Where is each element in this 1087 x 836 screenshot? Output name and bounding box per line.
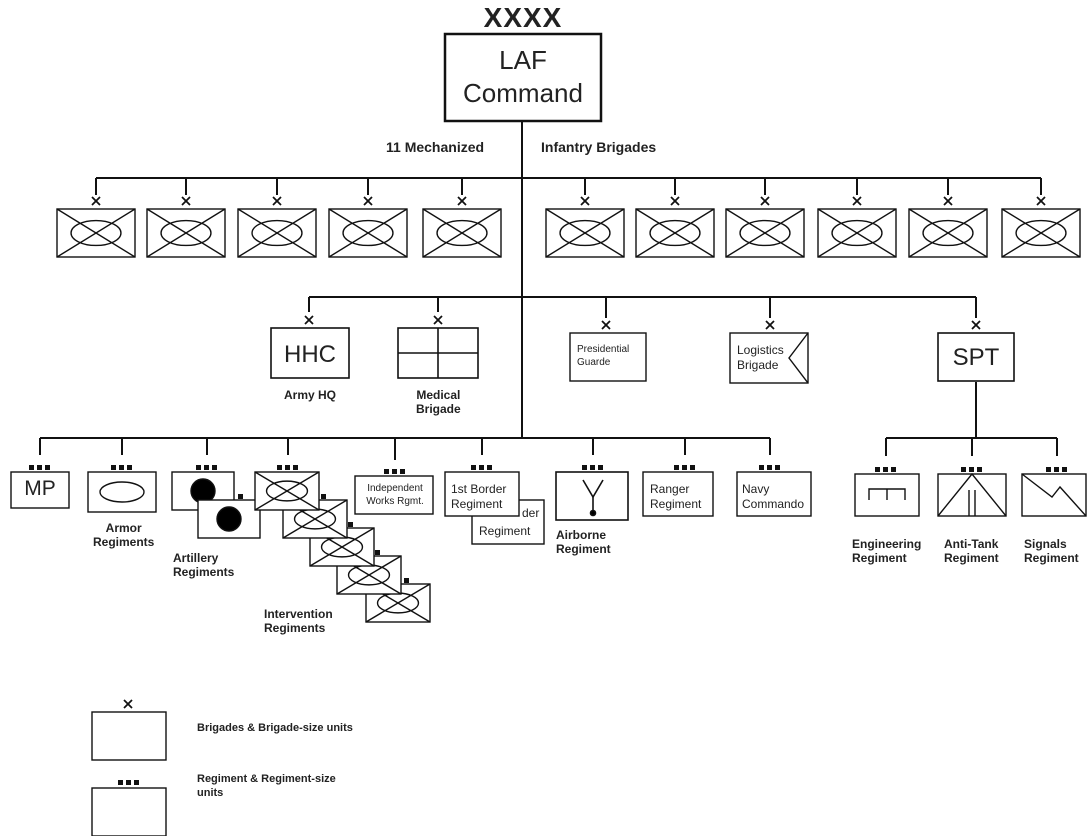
echelon-mark: XXXX xyxy=(483,2,563,33)
regiment-dots-mark xyxy=(111,465,132,470)
navy-commando-text: Navy Commando xyxy=(742,482,805,511)
legend-regiment-text: Regiment & Regiment-size units xyxy=(197,773,336,799)
regiment-dots-mark xyxy=(674,465,695,470)
artillery-symbol-back xyxy=(197,499,261,539)
signals-symbol xyxy=(1021,473,1087,517)
medical-brigade-symbol xyxy=(397,327,479,379)
brigade-x-mark xyxy=(601,320,611,330)
armor-symbol xyxy=(87,471,157,513)
anti-tank-symbol xyxy=(937,472,1007,517)
spt-symbol: SPT xyxy=(952,344,1000,371)
brigade-x-mark xyxy=(580,196,590,206)
regiment-dots-mark xyxy=(196,465,217,470)
brigade-x-mark xyxy=(91,196,101,206)
brigade-x-mark xyxy=(852,196,862,206)
navy-commando-box xyxy=(736,471,812,517)
stack-dot xyxy=(321,494,326,499)
legend-brigade-text: Brigades & Brigade-size units xyxy=(197,722,353,734)
ranger-regiment-text: Ranger Regiment xyxy=(650,482,702,511)
regiment-dots-mark xyxy=(471,465,492,470)
mp-symbol: MP xyxy=(24,477,56,500)
border-regiment-back-top: der xyxy=(522,506,540,520)
mp-box xyxy=(10,471,70,509)
mechanized-brigade-symbol xyxy=(146,208,226,258)
works-regiment-box xyxy=(354,475,434,515)
brigade-x-mark xyxy=(363,196,373,206)
border-regiment-box xyxy=(444,471,520,517)
regiment-dots-mark xyxy=(759,465,780,470)
engineering-symbol xyxy=(854,473,920,517)
legend-regiment-box xyxy=(91,787,167,836)
brigade-x-mark xyxy=(433,315,443,325)
mechanized-brigade-symbol xyxy=(635,208,715,258)
brigade-x-mark xyxy=(304,315,314,325)
logistics-brigade-text: Logistics Brigade xyxy=(737,343,784,372)
brigade-x-mark xyxy=(760,196,770,206)
connector-lines xyxy=(39,121,1058,460)
stack-dot xyxy=(238,494,243,499)
mechanized-brigade-symbol xyxy=(56,208,136,258)
stack-dot xyxy=(404,578,409,583)
brigade-x-mark xyxy=(123,699,133,709)
engineering-regiment-label: Engineering Regiment xyxy=(852,537,922,565)
presidential-guard-text: Presidential Guarde xyxy=(577,344,630,368)
hhc-symbol: HHC xyxy=(284,341,336,368)
mechanized-brigade-symbol xyxy=(1001,208,1081,258)
brigade-x-mark xyxy=(670,196,680,206)
airborne-regiment-label: Airborne Regiment xyxy=(556,528,611,556)
logistics-brigade-symbol xyxy=(729,332,809,384)
mechanized-brigade-symbol xyxy=(545,208,625,258)
regiment-dots-mark xyxy=(875,467,896,472)
regiment-dots-mark xyxy=(277,465,298,470)
unit-symbols xyxy=(10,315,1087,836)
mechanized-brigade-symbol xyxy=(328,208,408,258)
brigade-x-mark xyxy=(765,320,775,330)
regiment-dots-mark xyxy=(1046,467,1067,472)
brigades-heading-right: Infantry Brigades xyxy=(541,139,657,155)
brigade-x-mark xyxy=(943,196,953,206)
regiment-dots-mark xyxy=(29,465,50,470)
presidential-guard-box xyxy=(569,332,647,382)
intervention-regiment-symbol xyxy=(254,471,320,511)
armor-regiments-label: Armor Regiments xyxy=(93,521,155,549)
command-title: LAF Command xyxy=(463,45,583,108)
regiment-dots-mark xyxy=(384,469,405,474)
border-regiment-text: 1st Border Regiment xyxy=(451,482,507,511)
signals-regiment-label: Signals Regiment xyxy=(1024,537,1079,565)
spt-box xyxy=(937,332,1015,382)
regiment-dots-mark xyxy=(118,780,139,785)
hhc-box xyxy=(270,327,350,379)
mechanized-brigade-symbol xyxy=(422,208,502,258)
brigade-x-mark xyxy=(181,196,191,206)
anti-tank-regiment-label: Anti-Tank Regiment xyxy=(944,537,999,565)
artillery-regiments-label: Artillery Regiments xyxy=(173,551,235,579)
regiment-dots-mark xyxy=(582,465,603,470)
ranger-regiment-box xyxy=(642,471,714,517)
airborne-symbol xyxy=(555,471,629,521)
independent-works-text: Independent Works Rgmt. xyxy=(366,483,424,507)
command-box xyxy=(443,32,603,123)
army-hq-label: Army HQ xyxy=(284,388,337,402)
brigade-x-mark xyxy=(1036,196,1046,206)
border-regiment-back-bottom: Regiment xyxy=(479,524,531,538)
intervention-regiments-label: Intervention Regiments xyxy=(264,607,333,635)
stack-dot xyxy=(348,522,353,527)
brigade-x-mark xyxy=(971,320,981,330)
mechanized-brigade-symbol xyxy=(817,208,897,258)
mechanized-brigade-symbol xyxy=(725,208,805,258)
legend-brigade-box xyxy=(91,711,167,761)
brigade-x-mark xyxy=(457,196,467,206)
brigades-heading-left: 11 Mechanized xyxy=(386,139,485,155)
mechanized-brigade-symbol xyxy=(237,208,317,258)
regiment-dots-mark xyxy=(961,467,982,472)
mechanized-brigade-symbol xyxy=(908,208,988,258)
medical-brigade-label: Medical Brigade xyxy=(416,388,461,416)
brigade-row xyxy=(56,178,1081,258)
brigade-x-mark xyxy=(272,196,282,206)
stack-dot xyxy=(375,550,380,555)
